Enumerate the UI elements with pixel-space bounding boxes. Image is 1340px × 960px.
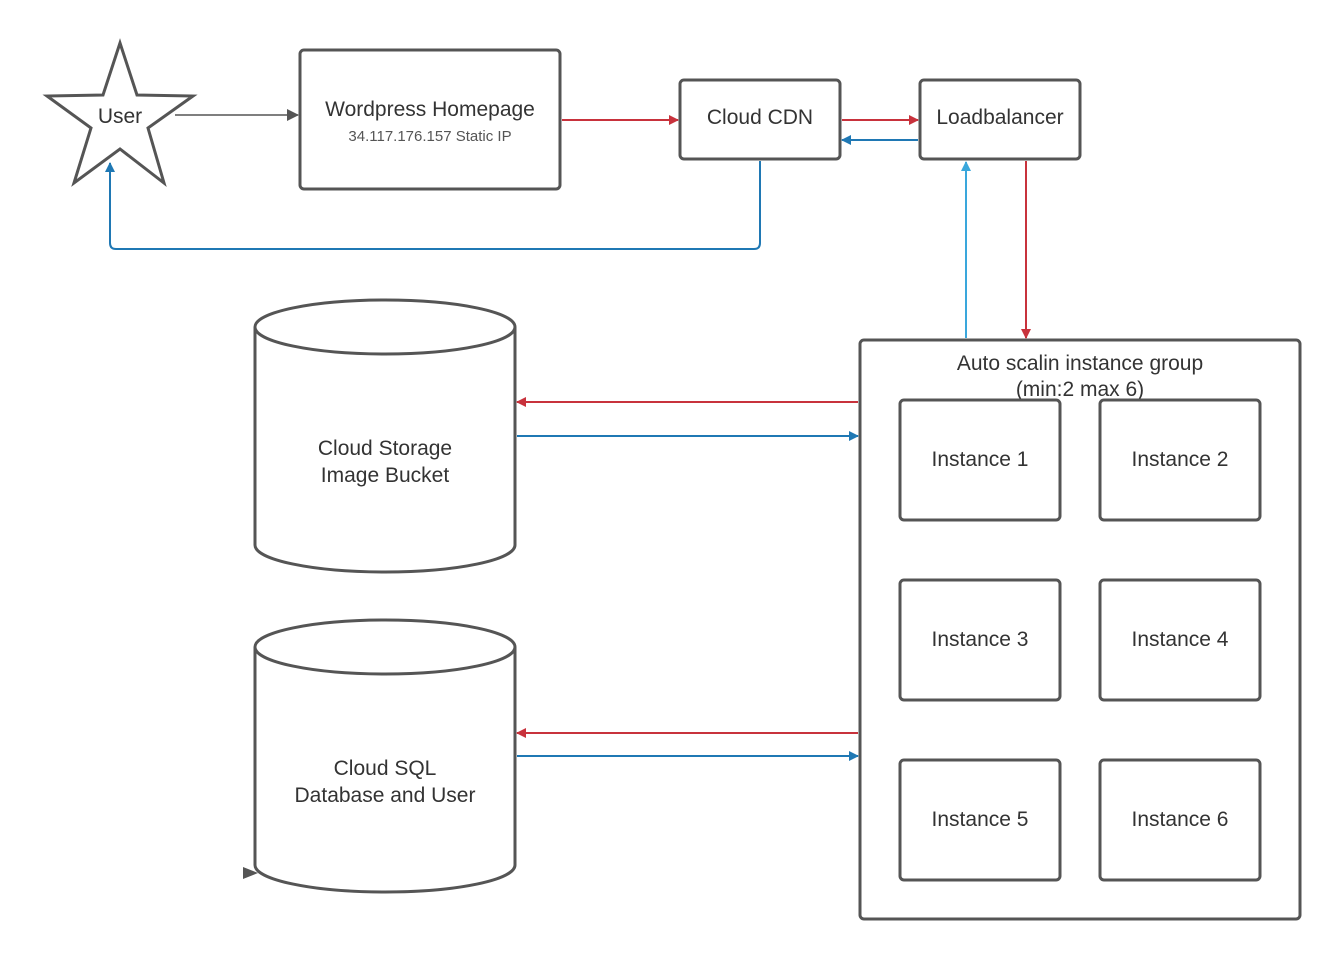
instance-node[interactable]: Instance 6: [1098, 758, 1262, 882]
cdn-label: Cloud CDN: [707, 106, 813, 129]
sql-node[interactable]: Cloud SQL Database and User: [253, 618, 517, 894]
loadbalancer-node[interactable]: Loadbalancer: [918, 78, 1082, 161]
sql-label-line2: Database and User: [295, 784, 476, 807]
instance-node[interactable]: Instance 4: [1098, 578, 1262, 702]
user-label: User: [98, 105, 142, 128]
instance-label: Instance 4: [1132, 628, 1229, 651]
storage-node[interactable]: Cloud Storage Image Bucket: [253, 298, 517, 574]
cdn-node[interactable]: Cloud CDN: [678, 78, 842, 161]
instance-label: Instance 2: [1132, 448, 1229, 471]
arrow-cdn-to-user: [105, 161, 761, 250]
sql-label-line1: Cloud SQL: [334, 757, 437, 780]
instance-node[interactable]: Instance 3: [898, 578, 1062, 702]
storage-label-line2: Image Bucket: [321, 464, 450, 487]
instance-label: Instance 1: [932, 448, 1029, 471]
instance-label: Instance 6: [1132, 808, 1229, 831]
user-node[interactable]: User: [42, 38, 198, 188]
instance-node[interactable]: Instance 2: [1098, 398, 1262, 522]
wordpress-node[interactable]: Wordpress Homepage 34.117.176.157 Static…: [298, 48, 562, 191]
instance-node[interactable]: Instance 1: [898, 398, 1062, 522]
group-subtitle: (min:2 max 6): [1016, 378, 1144, 401]
loadbalancer-label: Loadbalancer: [936, 106, 1063, 129]
sql-connector-arrowhead-icon: [243, 867, 258, 879]
instance-node[interactable]: Instance 5: [898, 758, 1062, 882]
storage-label-line1: Cloud Storage: [318, 437, 452, 460]
instance-label: Instance 5: [932, 808, 1029, 831]
wordpress-title: Wordpress Homepage: [325, 98, 535, 121]
wordpress-static-ip: 34.117.176.157 Static IP: [348, 128, 511, 145]
group-title: Auto scalin instance group: [957, 352, 1203, 375]
instance-label: Instance 3: [932, 628, 1029, 651]
user-star-icon: [42, 38, 198, 188]
